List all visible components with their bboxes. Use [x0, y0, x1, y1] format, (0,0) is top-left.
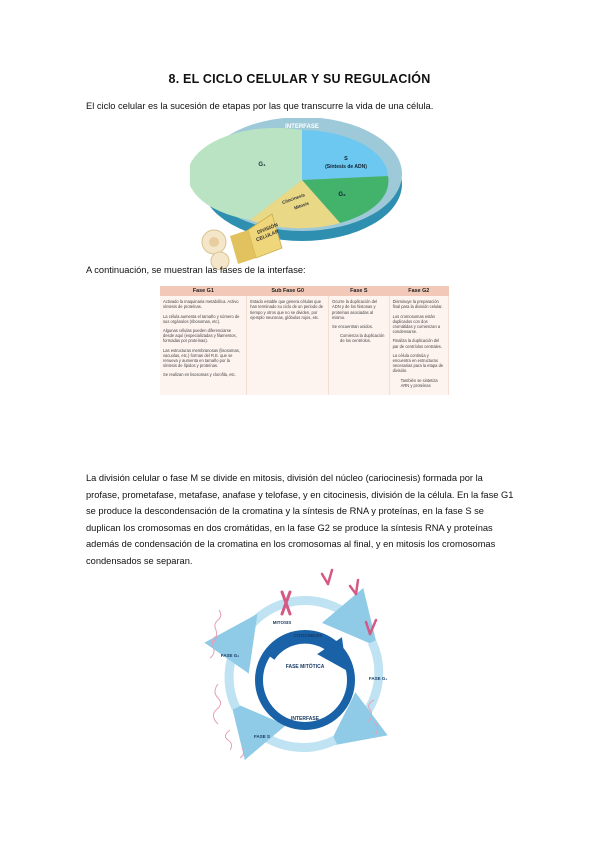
- cycle-label-s: FASE S: [254, 734, 270, 739]
- wheel-segment-g2: [302, 176, 389, 223]
- table-text: Los cromosomas están duplicados con dos …: [392, 313, 441, 335]
- table-header-g2: Fase G2: [389, 286, 449, 297]
- table-text: La célula aumenta el tamaño y número de …: [163, 313, 240, 324]
- table-text: Se encuentran unidos.: [332, 324, 374, 330]
- chromatin-icon: [224, 729, 245, 759]
- table-text: Activado la maquinaria metabólica. Activ…: [163, 299, 239, 310]
- table-header-s: Fase S: [328, 286, 390, 297]
- table-header-g1: Fase G1: [160, 286, 247, 297]
- table-cell-g2: Disminuye la preparación final para la d…: [389, 296, 450, 396]
- table-text: Comienza la duplicación de los centríolo…: [340, 333, 385, 344]
- wheel-label-interfase: INTERFASE: [285, 124, 319, 130]
- cycle-inner-arrow: [269, 637, 347, 671]
- cycle-outer-arc: [328, 640, 388, 747]
- wheel-label-mitosis: Mitosis: [293, 200, 310, 210]
- page-title: 8. EL CICLO CELULAR Y SU REGULACIÓN: [168, 72, 431, 86]
- chromosome-icon: [280, 590, 292, 616]
- table-text: Algunas células pueden diferenciarse des…: [163, 328, 237, 344]
- cell-nucleus-icon: [209, 237, 219, 247]
- wheel-label-g2: G₂: [338, 192, 346, 198]
- table-header-g0: Sub Fase G0: [246, 286, 329, 297]
- table-cell-g1: Activado la maquinaria metabólica. Activ…: [160, 296, 248, 396]
- table-cell-g0: Estado estable que genera células que ha…: [246, 296, 330, 396]
- table-text: Ocurre la duplicación del ADN y de los h…: [332, 299, 378, 320]
- table-text: La célula continúa y encuentra en estruc…: [392, 352, 444, 374]
- cell-cycle-wheel-figure: INTERFASE G₁ S (Síntesis de ADN) G₂ Cito…: [190, 118, 402, 270]
- wheel-label-s-sub: (Síntesis de ADN): [325, 164, 367, 170]
- wheel-segment-s: [302, 130, 388, 180]
- cycle-label-citocinesis: CITOCINESIS: [294, 633, 323, 638]
- chromatin-icon: [367, 699, 379, 735]
- cycle-label-interfase: INTERFASE: [291, 716, 320, 722]
- interphase-phases-table: Fase G1 Sub Fase G0 Fase S Fase G2 Activ…: [160, 286, 450, 454]
- wheel-label-g1: G₁: [258, 162, 266, 168]
- table-text: Estado estable que genera células que ha…: [250, 299, 324, 320]
- table-text: Se realizan en lisosomas y clorofila, et…: [163, 372, 236, 378]
- cycle-outer-arc: [230, 701, 337, 761]
- continuation-paragraph: A continuación, se muestran las fases de…: [86, 265, 306, 275]
- cycle-outer-arc: [204, 613, 258, 710]
- chromatin-icon: [209, 609, 222, 725]
- mitotic-cycle-figure: FASE MITÓTICA INTERFASE MITOSIS CITOCINE…: [204, 568, 388, 761]
- division-wedge-side: [230, 230, 256, 264]
- intro-paragraph: El ciclo celular es la sucesión de etapa…: [86, 101, 434, 111]
- wheel-label-s: S: [344, 156, 348, 162]
- cycle-outer-arc: [246, 587, 378, 647]
- table-cell-s: Ocurre la duplicación del ADN y de los h…: [328, 296, 390, 396]
- cycle-inner-ring: [255, 630, 355, 730]
- chromosome-icon: [320, 568, 334, 586]
- cycle-label-mitosis: MITOSIS: [273, 620, 291, 625]
- table-text: Disminuye la preparación final para la d…: [392, 299, 443, 310]
- cycle-label-fase-mitotica: FASE MITÓTICA: [286, 662, 325, 670]
- cell-icon: [210, 251, 230, 270]
- table-text: Las estructuras membranosas (lisosomas, …: [163, 347, 240, 369]
- chromosome-icon: [348, 578, 360, 596]
- chromosome-icon: [364, 618, 378, 636]
- body-paragraph: La división celular o fase M se divide e…: [86, 473, 514, 566]
- table-text: También se sintetiza ARN y proteínas: [400, 377, 438, 388]
- cycle-label-g2: FASE G₂: [221, 653, 240, 658]
- wheel-segment-g1: [190, 127, 302, 220]
- cycle-label-g1: FASE G₁: [369, 676, 388, 681]
- table-text: Finaliza la duplicación del par de centr…: [392, 338, 442, 349]
